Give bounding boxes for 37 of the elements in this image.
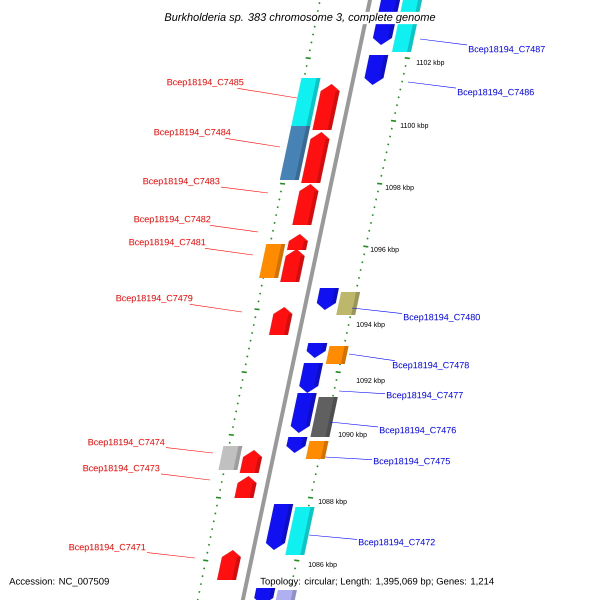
gene-label: Bcep18194_C7478: [392, 362, 469, 370]
gene-label: Bcep18194_C7480: [404, 314, 480, 322]
gene-label: Bcep18194_C7479: [116, 294, 192, 304]
title: Burkholderia sp. 383 chromosome 3, complete genome: [163, 12, 437, 24]
leader-line: [220, 186, 268, 194]
leader-line: [210, 224, 258, 232]
leader-line: [160, 474, 210, 480]
leader-line: [204, 248, 254, 256]
leader-line: [324, 456, 372, 460]
gene-label: Bcep18194_C7477: [386, 392, 463, 400]
gene-label: Bcep18194_C7473: [83, 464, 160, 474]
gene-label: Bcep18194_C7485: [167, 78, 244, 88]
gene-label: Bcep18194_C7484: [154, 128, 231, 138]
gene-label: Bcep18194_C7474: [88, 438, 165, 448]
gene-label: Bcep18194_C7486: [458, 88, 534, 98]
gene-label: Bcep18194_C7482: [134, 216, 210, 224]
gene-label: Bcep18194_C7476: [380, 426, 456, 436]
leader-line: [190, 304, 242, 312]
leader-line: [225, 138, 280, 148]
leader-line: [237, 88, 298, 98]
leader-line: [348, 354, 396, 362]
leader-line: [420, 38, 468, 46]
gene-label: Bcep18194_C7471: [69, 544, 146, 552]
leader-line: [330, 422, 378, 428]
leader-line: [146, 552, 196, 558]
leader-line: [338, 390, 386, 394]
leader-line: [166, 447, 214, 454]
gene-label: Bcep18194_C7483: [143, 178, 220, 186]
gene-label: Bcep18194_C7472: [358, 538, 435, 548]
gene-label: Bcep18194_C7481: [129, 238, 206, 248]
leader-line: [352, 308, 402, 314]
topology-text: Topology: circular; Length: 1,395,069 bp; Genes: 1,214: [260, 578, 494, 586]
leader-line: [408, 82, 456, 88]
accession-text: Accession: NC_007509: [9, 578, 109, 586]
gene-label: Bcep18194_C7475: [374, 458, 450, 466]
gene-label: Bcep18194_C7487: [468, 46, 545, 54]
leader-line: [308, 534, 358, 540]
